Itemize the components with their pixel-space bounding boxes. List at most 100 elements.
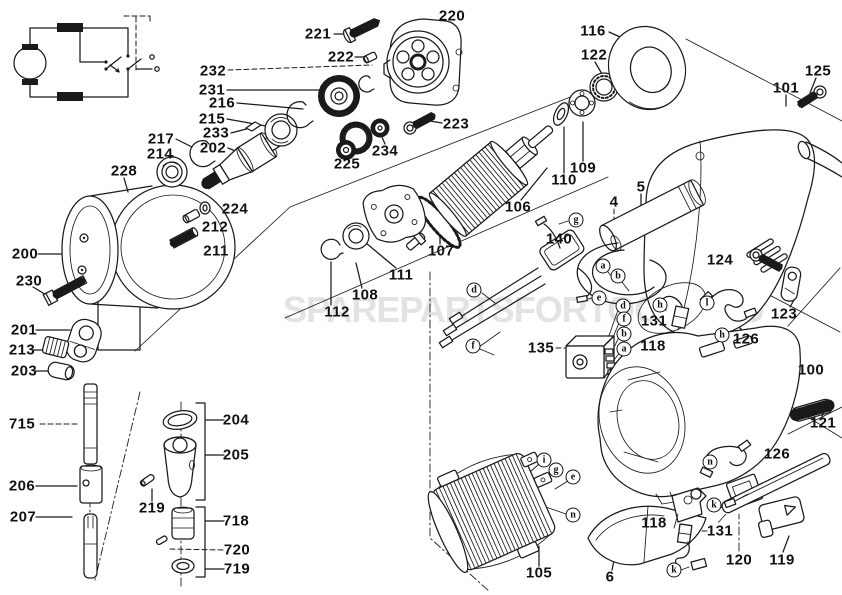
armature-group (405, 25, 687, 251)
letter-marker-l: l (699, 295, 715, 311)
part-label-231: 231 (198, 81, 226, 99)
part-label-200: 200 (11, 245, 39, 263)
suppressor-140-group (438, 215, 593, 353)
screw-124 (749, 248, 784, 272)
part-label-109: 109 (569, 159, 597, 177)
motor-housing-group (576, 85, 842, 339)
switch-135-group (565, 335, 617, 379)
part-label-122: 122 (580, 46, 608, 64)
part-label-110: 110 (551, 171, 577, 189)
letter-marker-d: d (466, 282, 482, 298)
part-label-107: 107 (427, 242, 455, 260)
part-label-6: 6 (605, 568, 615, 586)
letter-marker-f: f (465, 338, 481, 354)
bearing-plate-group (320, 184, 427, 260)
part-label-112: 112 (324, 303, 350, 321)
shaft-column-group (79, 383, 103, 579)
part-label-100: 100 (797, 361, 825, 379)
fastener-group-right (749, 248, 835, 422)
part-label-718: 718 (222, 512, 250, 530)
letter-marker-b: b (610, 268, 626, 284)
spindle-gear-train-group (201, 75, 390, 190)
screw-125 (796, 85, 827, 109)
part-label-232: 232 (199, 62, 227, 80)
part-label-230: 230 (15, 272, 43, 290)
sleeve-203 (47, 361, 75, 381)
part-label-217: 217 (147, 130, 175, 148)
letter-marker-e: e (565, 469, 581, 485)
letter-marker-e: e (591, 290, 607, 306)
rear-housing-100-group (597, 325, 801, 505)
letter-marker-h: h (714, 327, 730, 343)
part-label-213: 213 (8, 341, 36, 359)
part-label-205: 205 (222, 446, 250, 464)
part-label-119: 119 (769, 551, 795, 569)
part-label-207: 207 (9, 508, 37, 526)
part-label-214: 214 (146, 145, 174, 163)
part-label-215: 215 (198, 110, 226, 128)
part-label-4: 4 (609, 193, 619, 211)
part-label-233: 233 (202, 124, 230, 142)
letter-marker-n: n (565, 507, 581, 523)
part-label-228: 228 (110, 162, 138, 180)
letter-marker-g: g (548, 462, 564, 478)
part-label-219: 219 (138, 499, 166, 517)
part-label-131: 131 (706, 522, 734, 540)
part-label-116: 116 (580, 22, 606, 40)
part-label-201: 201 (10, 321, 38, 339)
part-label-118: 118 (641, 514, 667, 532)
part-label-135: 135 (527, 339, 555, 357)
letter-marker-a: a (595, 258, 611, 274)
part-label-225: 225 (333, 155, 361, 173)
part-label-5: 5 (636, 178, 646, 196)
part-label-719: 719 (223, 560, 251, 578)
letter-marker-i: i (536, 452, 552, 468)
part-label-224: 224 (221, 200, 249, 218)
wiring-schematic (13, 15, 160, 101)
part-label-111: 111 (388, 266, 414, 284)
letter-marker-n: n (702, 454, 718, 470)
part-label-126: 126 (763, 445, 791, 463)
brush-group-lower (671, 439, 831, 571)
knurled-nut-213 (41, 336, 70, 359)
screw-230 (42, 275, 88, 306)
part-label-212: 212 (201, 218, 229, 236)
part-label-108: 108 (351, 286, 379, 304)
part-label-120: 120 (725, 551, 753, 569)
gear-head-housing-group (41, 140, 236, 381)
part-label-204: 204 (222, 411, 250, 429)
part-label-125: 125 (804, 62, 832, 80)
screw-223 (403, 112, 436, 135)
part-label-211: 211 (203, 242, 229, 260)
part-label-220: 220 (438, 7, 466, 25)
clamp-201 (65, 318, 102, 363)
ring-116 (607, 25, 687, 111)
gearbox-cover-group (342, 18, 463, 135)
part-label-715: 715 (8, 415, 36, 433)
part-label-221: 221 (304, 25, 332, 43)
chuck-group (139, 410, 198, 574)
clip-123 (780, 266, 802, 302)
part-label-124: 124 (706, 251, 734, 269)
part-label-202: 202 (199, 139, 227, 157)
part-label-105: 105 (525, 564, 553, 582)
letter-marker-k: k (706, 497, 722, 513)
threaded-rod-121 (789, 398, 835, 422)
letter-marker-k: k (666, 562, 682, 578)
part-label-101: 101 (772, 79, 800, 97)
part-label-123: 123 (770, 305, 798, 323)
letter-marker-g: g (568, 212, 584, 228)
letter-marker-a: a (616, 341, 632, 357)
part-label-216: 216 (208, 94, 236, 112)
part-label-206: 206 (8, 477, 36, 495)
cover-119 (758, 496, 805, 539)
part-label-126: 126 (732, 330, 760, 348)
part-label-203: 203 (10, 362, 38, 380)
deflector-6-group (587, 505, 707, 566)
part-label-121: 121 (809, 414, 837, 432)
part-label-234: 234 (371, 142, 399, 160)
screw-221 (342, 18, 381, 44)
